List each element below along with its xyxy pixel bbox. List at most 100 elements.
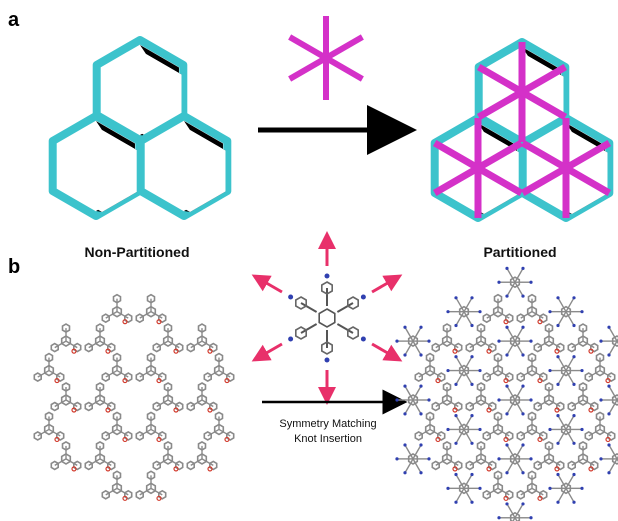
bond: [167, 399, 180, 408]
bond: [548, 399, 561, 408]
oxygen-atom: [486, 348, 492, 354]
nitrogen-atom: [599, 457, 603, 461]
non-partitioned-caption: Non-Partitioned: [85, 244, 190, 260]
nitrogen-atom: [556, 323, 560, 328]
bond: [48, 369, 61, 378]
aromatic-ring: [33, 430, 43, 441]
nitrogen-atom: [580, 486, 584, 490]
aromatic-ring: [533, 401, 543, 412]
nitrogen-atom: [529, 280, 533, 284]
aromatic-ring: [611, 452, 618, 465]
nitrogen-atom: [556, 441, 560, 445]
nitrogen-atom: [607, 412, 611, 416]
knot-arm: [514, 281, 524, 297]
bond: [190, 340, 203, 349]
nitrogen-atom: [478, 427, 482, 432]
aromatic-ring: [560, 305, 572, 318]
bond: [582, 340, 595, 349]
aromatic-ring: [533, 460, 543, 471]
bond: [218, 369, 231, 378]
aromatic-ring: [214, 352, 224, 363]
partitioned-framework: [430, 38, 614, 222]
nitrogen-atom: [454, 382, 458, 387]
inserted-linker-star: [476, 42, 568, 142]
aromatic-ring: [595, 411, 605, 422]
knot-arm: [608, 326, 618, 342]
knot-arm: [506, 326, 516, 342]
knot-arm: [455, 356, 465, 371]
aromatic-ring: [158, 313, 167, 324]
nitrogen-atom: [470, 382, 474, 387]
nitrogen-atom: [446, 310, 450, 314]
oxygen-atom: [207, 407, 213, 413]
bond: [469, 458, 482, 466]
nitrogen-atom: [505, 353, 509, 357]
knot-linker-molecule: [251, 231, 403, 405]
aromatic-ring: [482, 313, 492, 324]
aromatic-ring: [146, 470, 156, 481]
aromatic-ring: [516, 313, 526, 324]
bond: [588, 369, 601, 378]
aromatic-ring: [595, 352, 605, 363]
oxygen-atom: [486, 466, 492, 472]
oxygen-atom: [54, 377, 60, 384]
aromatic-ring: [209, 342, 218, 353]
hex-cell-bottom-right: [136, 112, 232, 220]
radial-arrow: [371, 342, 403, 362]
nitrogen-atom: [470, 296, 474, 300]
aromatic-ring: [124, 372, 133, 383]
aromatic-ring: [543, 452, 555, 465]
oxygen-atom: [537, 436, 543, 443]
aromatic-ring: [213, 423, 225, 436]
bond: [37, 428, 50, 437]
bond: [300, 302, 318, 313]
nitrogen-atom: [505, 412, 509, 416]
aromatic-ring: [493, 411, 503, 422]
knot-arm: [506, 268, 516, 283]
aromatic-ring: [453, 342, 463, 353]
bond: [571, 458, 584, 466]
knot-arm: [514, 385, 524, 401]
nitrogen-atom: [419, 325, 423, 329]
linker-arm: [520, 139, 612, 197]
nitrogen-atom: [403, 443, 407, 447]
knot-arm: [412, 385, 422, 401]
aromatic-ring: [407, 394, 419, 406]
knot-arm: [463, 356, 473, 371]
aromatic-ring: [84, 401, 93, 412]
knot-arm: [412, 399, 422, 415]
bond: [469, 340, 482, 349]
oxygen-atom: [224, 377, 230, 384]
aromatic-ring: [526, 364, 538, 377]
aromatic-ring: [560, 482, 572, 495]
oxygen-atom: [122, 436, 128, 443]
bond: [480, 340, 493, 349]
bond: [520, 311, 533, 319]
aromatic-ring: [101, 489, 110, 500]
oxygen-atom: [452, 348, 458, 354]
oxygen-atom: [537, 377, 543, 384]
bond: [571, 340, 584, 349]
aromatic-ring: [61, 382, 71, 392]
aromatic-ring: [577, 335, 589, 348]
aromatic-ring: [146, 293, 156, 304]
nitrogen-atom: [360, 336, 366, 342]
aromatic-ring: [577, 394, 589, 406]
knot-arm: [412, 444, 422, 460]
oxygen-atom: [54, 436, 60, 443]
knot-arm: [608, 444, 618, 460]
aromatic-ring: [425, 411, 435, 422]
oxygen-atom: [452, 466, 458, 472]
aromatic-ring: [163, 440, 173, 451]
knot-arm: [557, 415, 567, 430]
bond: [531, 311, 544, 319]
knot-arm: [506, 340, 516, 356]
knot-arm: [608, 385, 618, 401]
bond: [537, 340, 550, 349]
aromatic-ring: [487, 460, 497, 471]
oxygen-atom: [71, 348, 77, 354]
oxygen-atom: [554, 407, 560, 413]
aromatic-ring: [527, 411, 537, 422]
nitrogen-atom: [505, 294, 509, 298]
aromatic-ring: [209, 401, 218, 412]
